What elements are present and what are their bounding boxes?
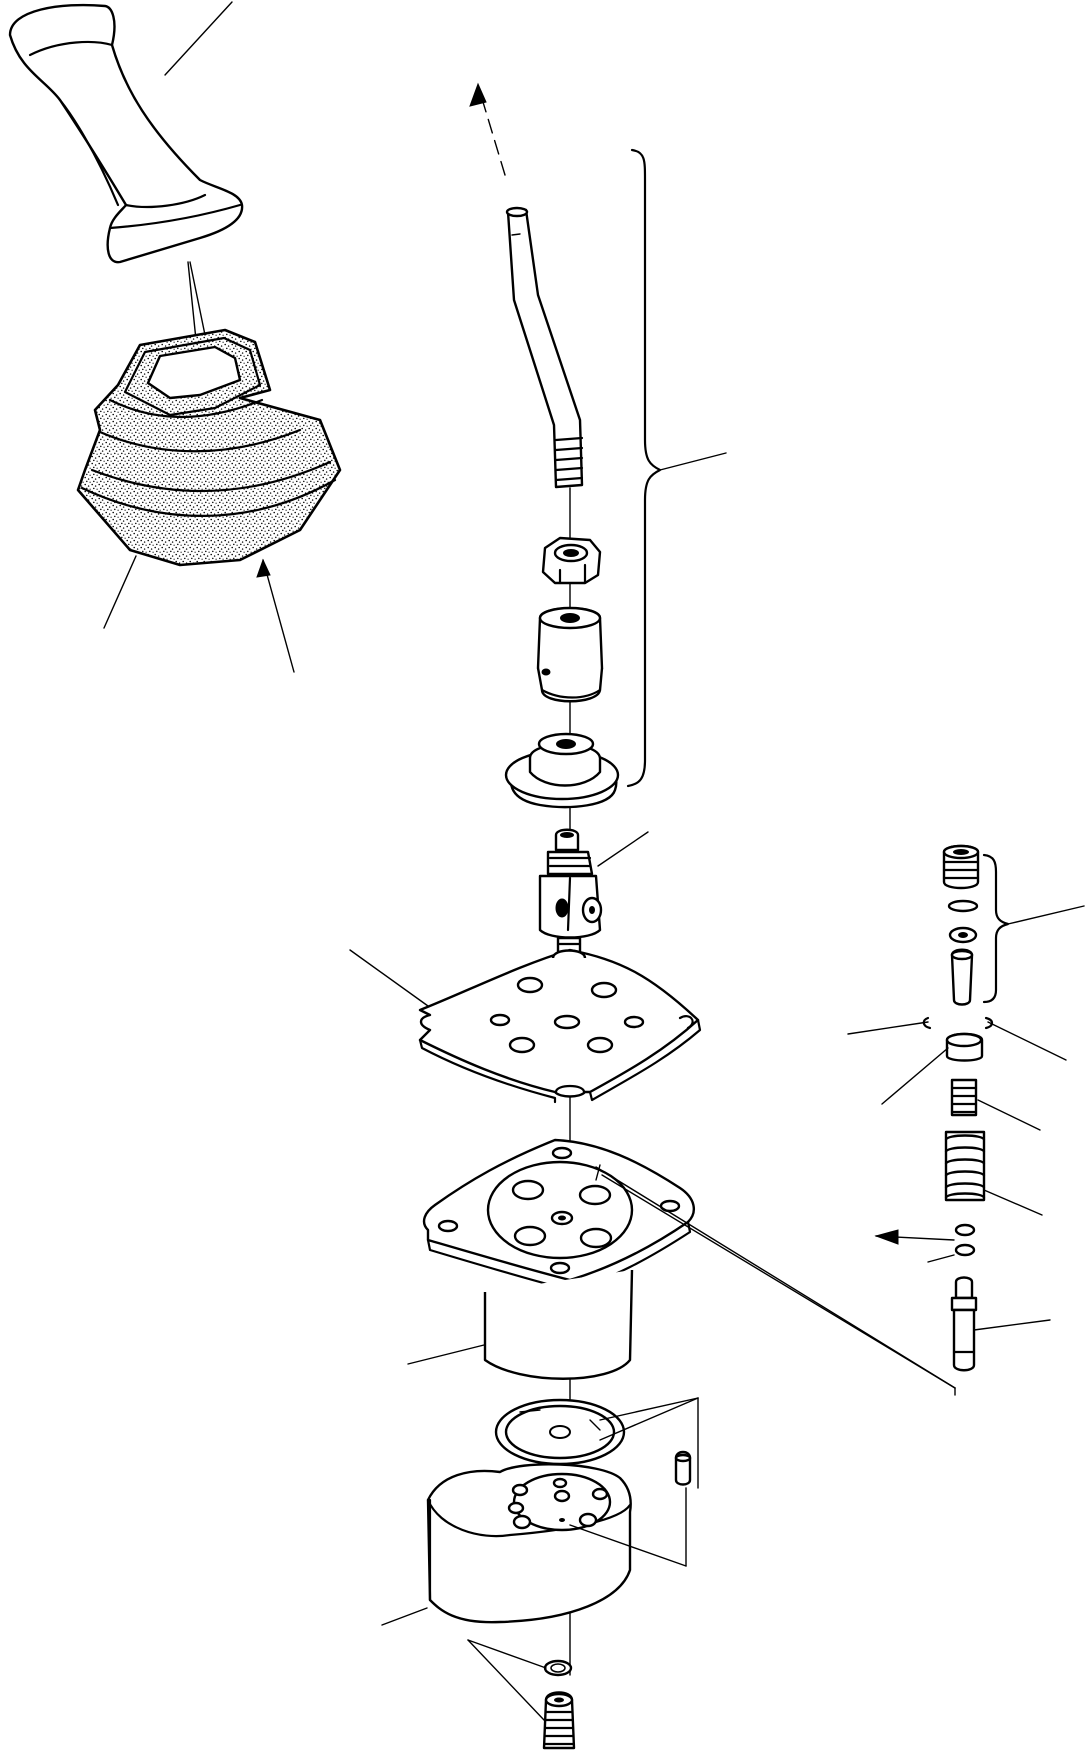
- o-ring: [543, 1659, 573, 1677]
- fitting: [542, 1691, 576, 1750]
- gasket: [494, 1398, 626, 1466]
- leader-lines-valve: [407, 1164, 601, 1365]
- leader-lines-base: [381, 1607, 428, 1626]
- leader-lines-joint: [597, 831, 649, 867]
- bushing: [536, 606, 604, 703]
- lever-shaft: [505, 206, 584, 489]
- assembly-bracket: [626, 148, 727, 788]
- leader-lines-gasket: [569, 1397, 699, 1567]
- universal-joint: [538, 828, 603, 954]
- leader-lines-piston: [847, 1021, 1067, 1331]
- leader-lines-valve-piston: [595, 1166, 956, 1396]
- plate: [418, 948, 702, 1104]
- boot-seal: [504, 732, 620, 809]
- piston-bracket: [982, 853, 1085, 1004]
- shaft-threads: [554, 436, 584, 482]
- base-housing: [426, 1463, 632, 1624]
- leader-lines-plate: [349, 949, 429, 1007]
- handle-grip: [8, 3, 244, 264]
- leader-lines-fitting: [467, 1639, 547, 1721]
- leader-lines-handle: [164, 1, 233, 341]
- leader-lines-boot: [103, 555, 295, 673]
- direction-arrow: [469, 82, 506, 176]
- piston-assembly: [922, 844, 994, 1372]
- axis-line-handle: [189, 261, 206, 336]
- valve-body: [422, 1138, 696, 1380]
- hex-nut: [541, 536, 602, 585]
- dowel-pin: [674, 1450, 692, 1486]
- rubber-boot: [76, 328, 342, 567]
